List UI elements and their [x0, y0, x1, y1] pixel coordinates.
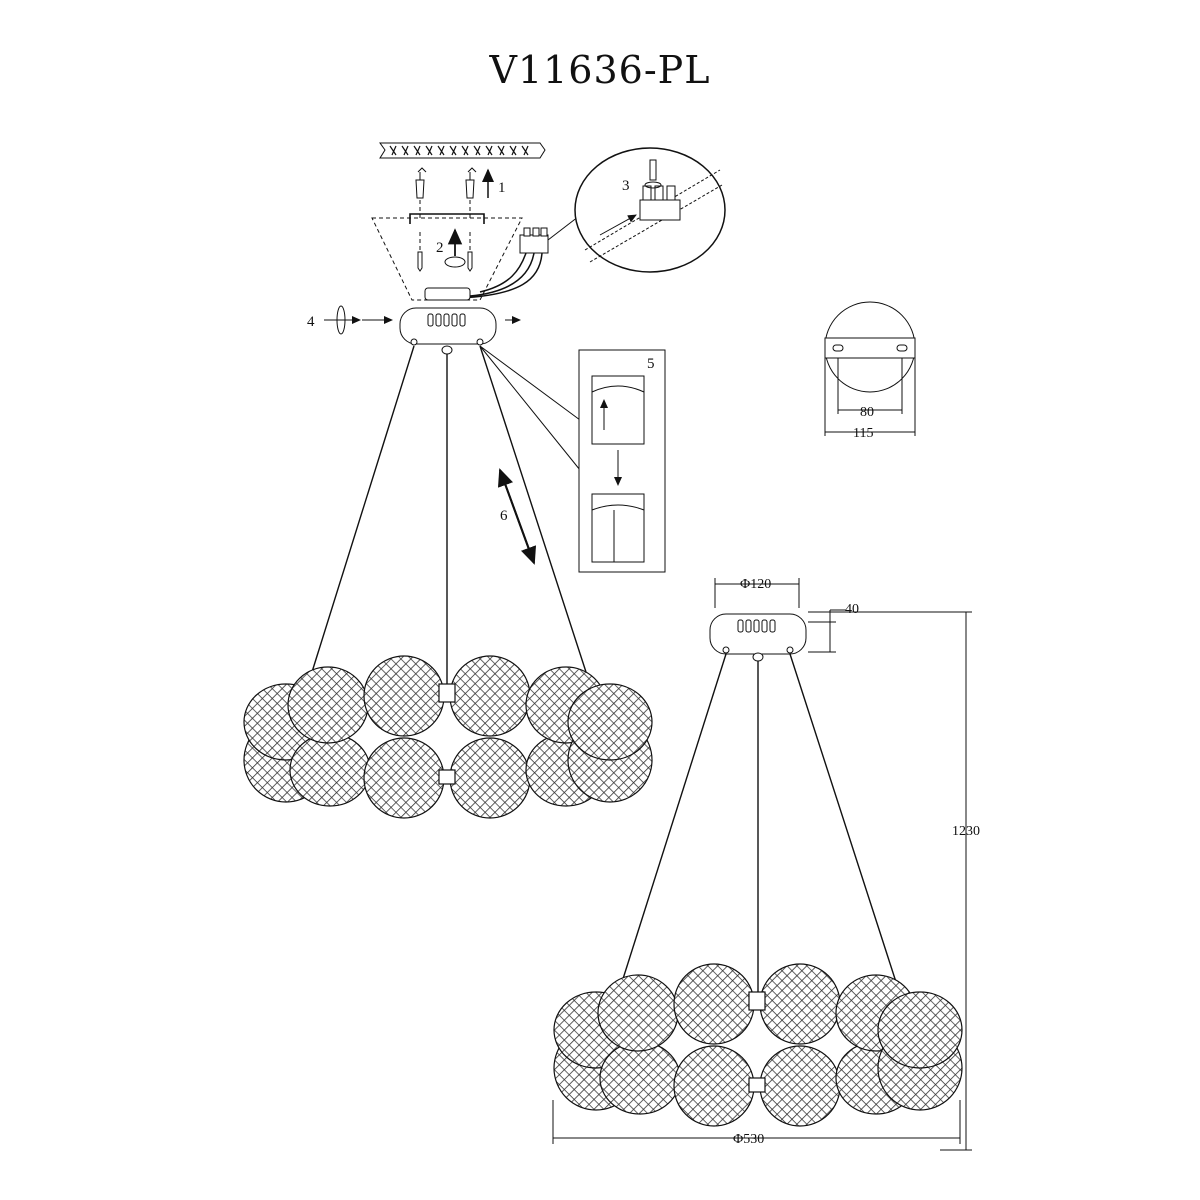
terminal-block [519, 227, 549, 254]
globe-ring-left [243, 655, 653, 819]
screws [417, 251, 473, 272]
canopy-diameter-dim: Φ120 [740, 577, 771, 592]
plate-dimension-lines [824, 358, 916, 436]
step-2-label: 2 [436, 240, 444, 256]
mounting-plate [824, 301, 916, 393]
mounting-bracket [409, 213, 485, 224]
step-3-label: 3 [622, 178, 630, 194]
step-1-label: 1 [498, 180, 506, 196]
plate-inner-dim: 80 [860, 405, 874, 420]
plate-outer-dim: 115 [853, 426, 873, 441]
ceiling-strip [379, 142, 546, 159]
rotate-icon [444, 256, 466, 268]
suspension-wires-left [311, 345, 587, 690]
step5-detail [479, 345, 666, 573]
driver-box [424, 287, 471, 301]
step-5-label: 5 [647, 356, 655, 372]
guide-lines [371, 200, 523, 301]
step6-arrow-up [497, 468, 535, 564]
terminal-detail [574, 147, 726, 273]
step-4-label: 4 [307, 314, 315, 330]
wires [459, 252, 543, 299]
globe-ring-right [553, 963, 963, 1127]
canopy-left [399, 307, 497, 355]
total-height-dim: 1230 [952, 824, 980, 839]
side-screw [324, 305, 521, 335]
canopy-height-dim: 40 [845, 602, 859, 617]
drawing-title: V11636-PL [489, 48, 711, 92]
wall-anchors [415, 167, 477, 199]
canopy-right [709, 613, 807, 662]
body-diameter-dim: Φ530 [733, 1132, 764, 1147]
suspension-wires-right [621, 653, 897, 995]
canopy-dimension-lines [552, 578, 972, 1151]
step-6-label: 6 [500, 508, 508, 524]
